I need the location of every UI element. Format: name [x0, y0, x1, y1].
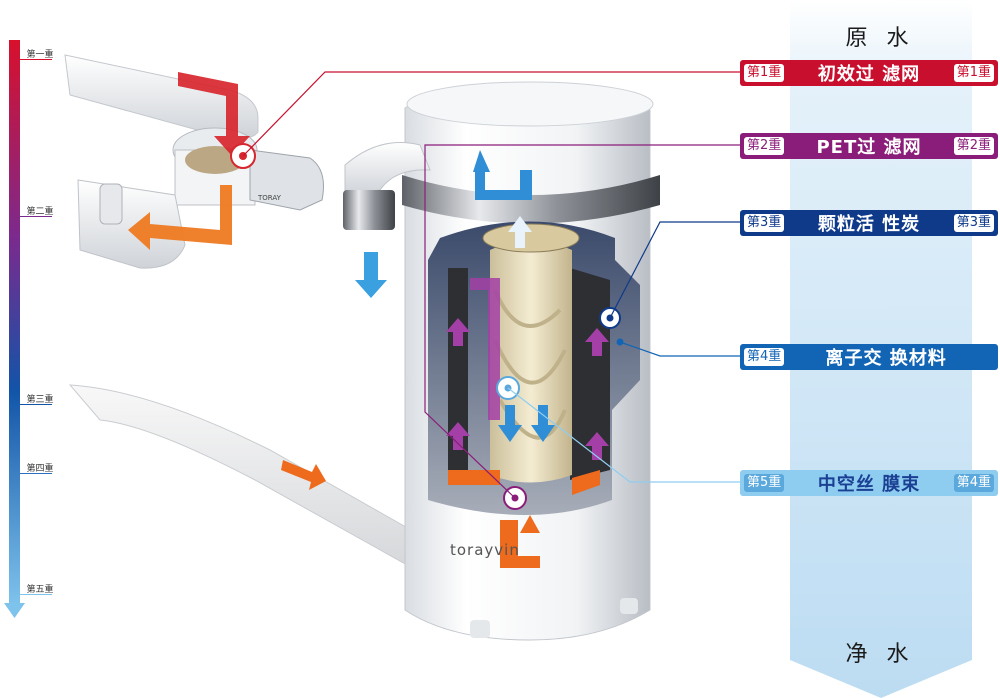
leader-line-stage3: [609, 221, 742, 319]
stage-2-label: 第2重 PET过 滤网 第2重: [740, 133, 998, 159]
stage-5-left-badge: 第5重: [744, 474, 785, 492]
raw-water-label: 原 水: [845, 26, 915, 51]
scale-label-1: 第一重: [26, 50, 54, 60]
filter-cutaway: [428, 221, 640, 515]
leader-line-stage1: [242, 71, 742, 157]
leader-line-stage2: [424, 144, 742, 499]
stage-3-label: 第3重 颗粒活 性炭 第3重: [740, 210, 998, 236]
internal-purple-arrows: [446, 278, 609, 460]
water-hose: [68, 384, 441, 576]
adapter-stamp-text: TORAY: [258, 194, 281, 202]
stage-5-right-badge: 第4重: [953, 474, 994, 492]
outflow-orange-arrow: [128, 185, 232, 250]
stage-5-name: 中空丝 膜束: [817, 474, 921, 495]
stage-4-label: 第4重 离子交 换材料: [740, 344, 998, 370]
brand-logo-text: torayvin: [450, 541, 520, 559]
stage-5-label: 第5重 中空丝 膜束 第4重: [740, 470, 998, 496]
scale-label-3: 第三重: [26, 395, 54, 405]
faucet-adapter: [77, 127, 324, 269]
stage-2-right-badge: 第2重: [953, 137, 994, 155]
stage-1-left-badge: 第1重: [744, 64, 785, 82]
outlet-nozzle: [343, 142, 431, 230]
stage-1-right-badge: 第1重: [953, 64, 994, 82]
stage-3-right-badge: 第3重: [953, 214, 994, 232]
leader-line-stage4: [619, 341, 742, 357]
stage-3-left-badge: 第3重: [744, 214, 785, 232]
stage-3-name: 颗粒活 性炭: [817, 214, 921, 235]
clean-water-label: 净 水: [845, 642, 915, 667]
stage-4-left-badge: 第4重: [744, 348, 785, 366]
outlet-blue-arrow: [355, 252, 387, 298]
stage-2-name: PET过 滤网: [816, 137, 922, 158]
internal-blue-arrows: [473, 150, 555, 442]
stage-2-left-badge: 第2重: [744, 137, 785, 155]
stage-1-label: 第1重 初效过 滤网 第1重: [740, 60, 998, 86]
stage-scale-bar: [4, 40, 25, 618]
scale-label-5: 第五重: [26, 585, 54, 595]
scale-label-2: 第二重: [26, 207, 54, 217]
hose-orange-arrow: [281, 460, 326, 490]
leader-line-stage5: [507, 387, 742, 483]
inflow-red-arrow: [178, 72, 250, 156]
stage-1-name: 初效过 滤网: [817, 64, 921, 85]
stage-4-name: 离子交 换材料: [825, 348, 947, 369]
scale-label-4: 第四重: [26, 464, 54, 474]
internal-orange-arrows: [448, 470, 600, 568]
